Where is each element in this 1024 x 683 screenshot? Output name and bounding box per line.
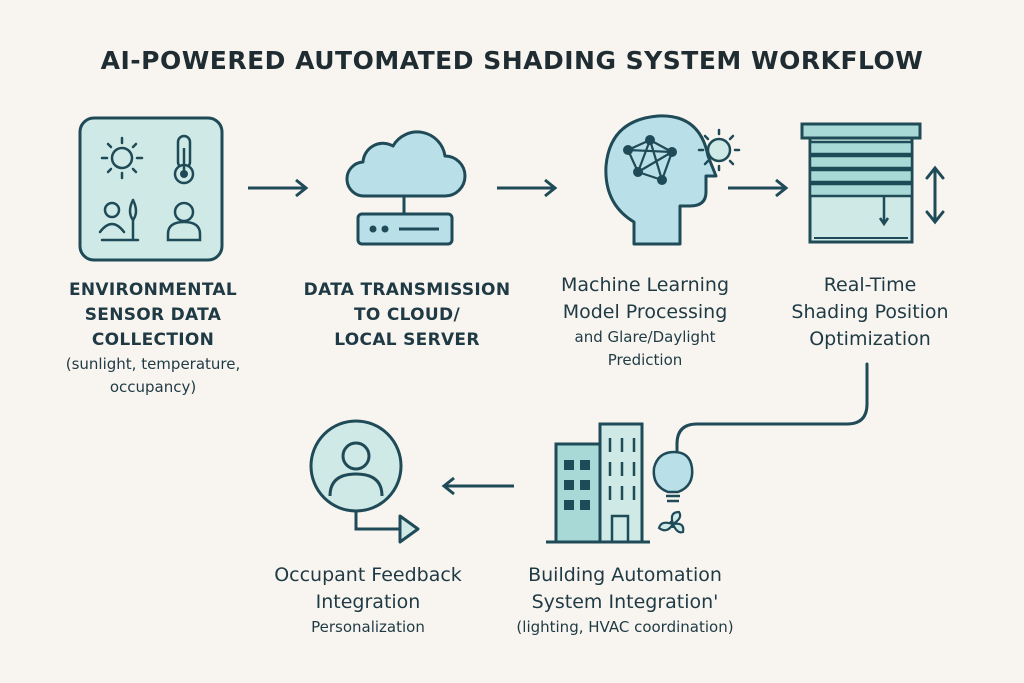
up-down-arrow-icon <box>925 165 945 225</box>
cloud-icon <box>345 130 467 198</box>
thermometer-icon <box>173 134 195 185</box>
step-label-sensor: ENVIRONMENTAL SENSOR DATA COLLECTION (su… <box>65 280 241 396</box>
person-icon <box>166 201 202 242</box>
connector-curve <box>675 362 869 462</box>
arrow-right-3 <box>728 178 789 198</box>
arrow-left <box>441 476 514 496</box>
cloud-server-icon <box>345 130 467 246</box>
diagram-title: AI-POWERED AUTOMATED SHADING SYSTEM WORK… <box>100 46 924 75</box>
step-label-ml: Machine Learning Model Processing and Gl… <box>560 274 730 369</box>
arrow-right-2 <box>497 178 558 198</box>
sun-icon <box>697 128 741 172</box>
step-label-feedback: Occupant Feedback Integration Personaliz… <box>274 564 462 636</box>
step-label-bas: Building Automation System Integration' … <box>516 564 734 636</box>
building-automation-icon <box>546 422 694 544</box>
sensor-panel-icon <box>78 116 224 262</box>
window-blind-icon <box>800 122 945 244</box>
sun-icon <box>100 136 144 180</box>
step-label-optimization: Real-Time Shading Position Optimization <box>791 274 949 350</box>
ai-head-icon <box>604 114 741 246</box>
step-label-transmission: DATA TRANSMISSION TO CLOUD/ LOCAL SERVER <box>303 280 511 350</box>
occupant-feedback-icon <box>309 419 420 544</box>
occupancy-icon <box>98 198 140 242</box>
arrow-right-1 <box>248 178 309 198</box>
light-bulb-icon <box>652 450 694 503</box>
fan-icon <box>657 510 685 534</box>
